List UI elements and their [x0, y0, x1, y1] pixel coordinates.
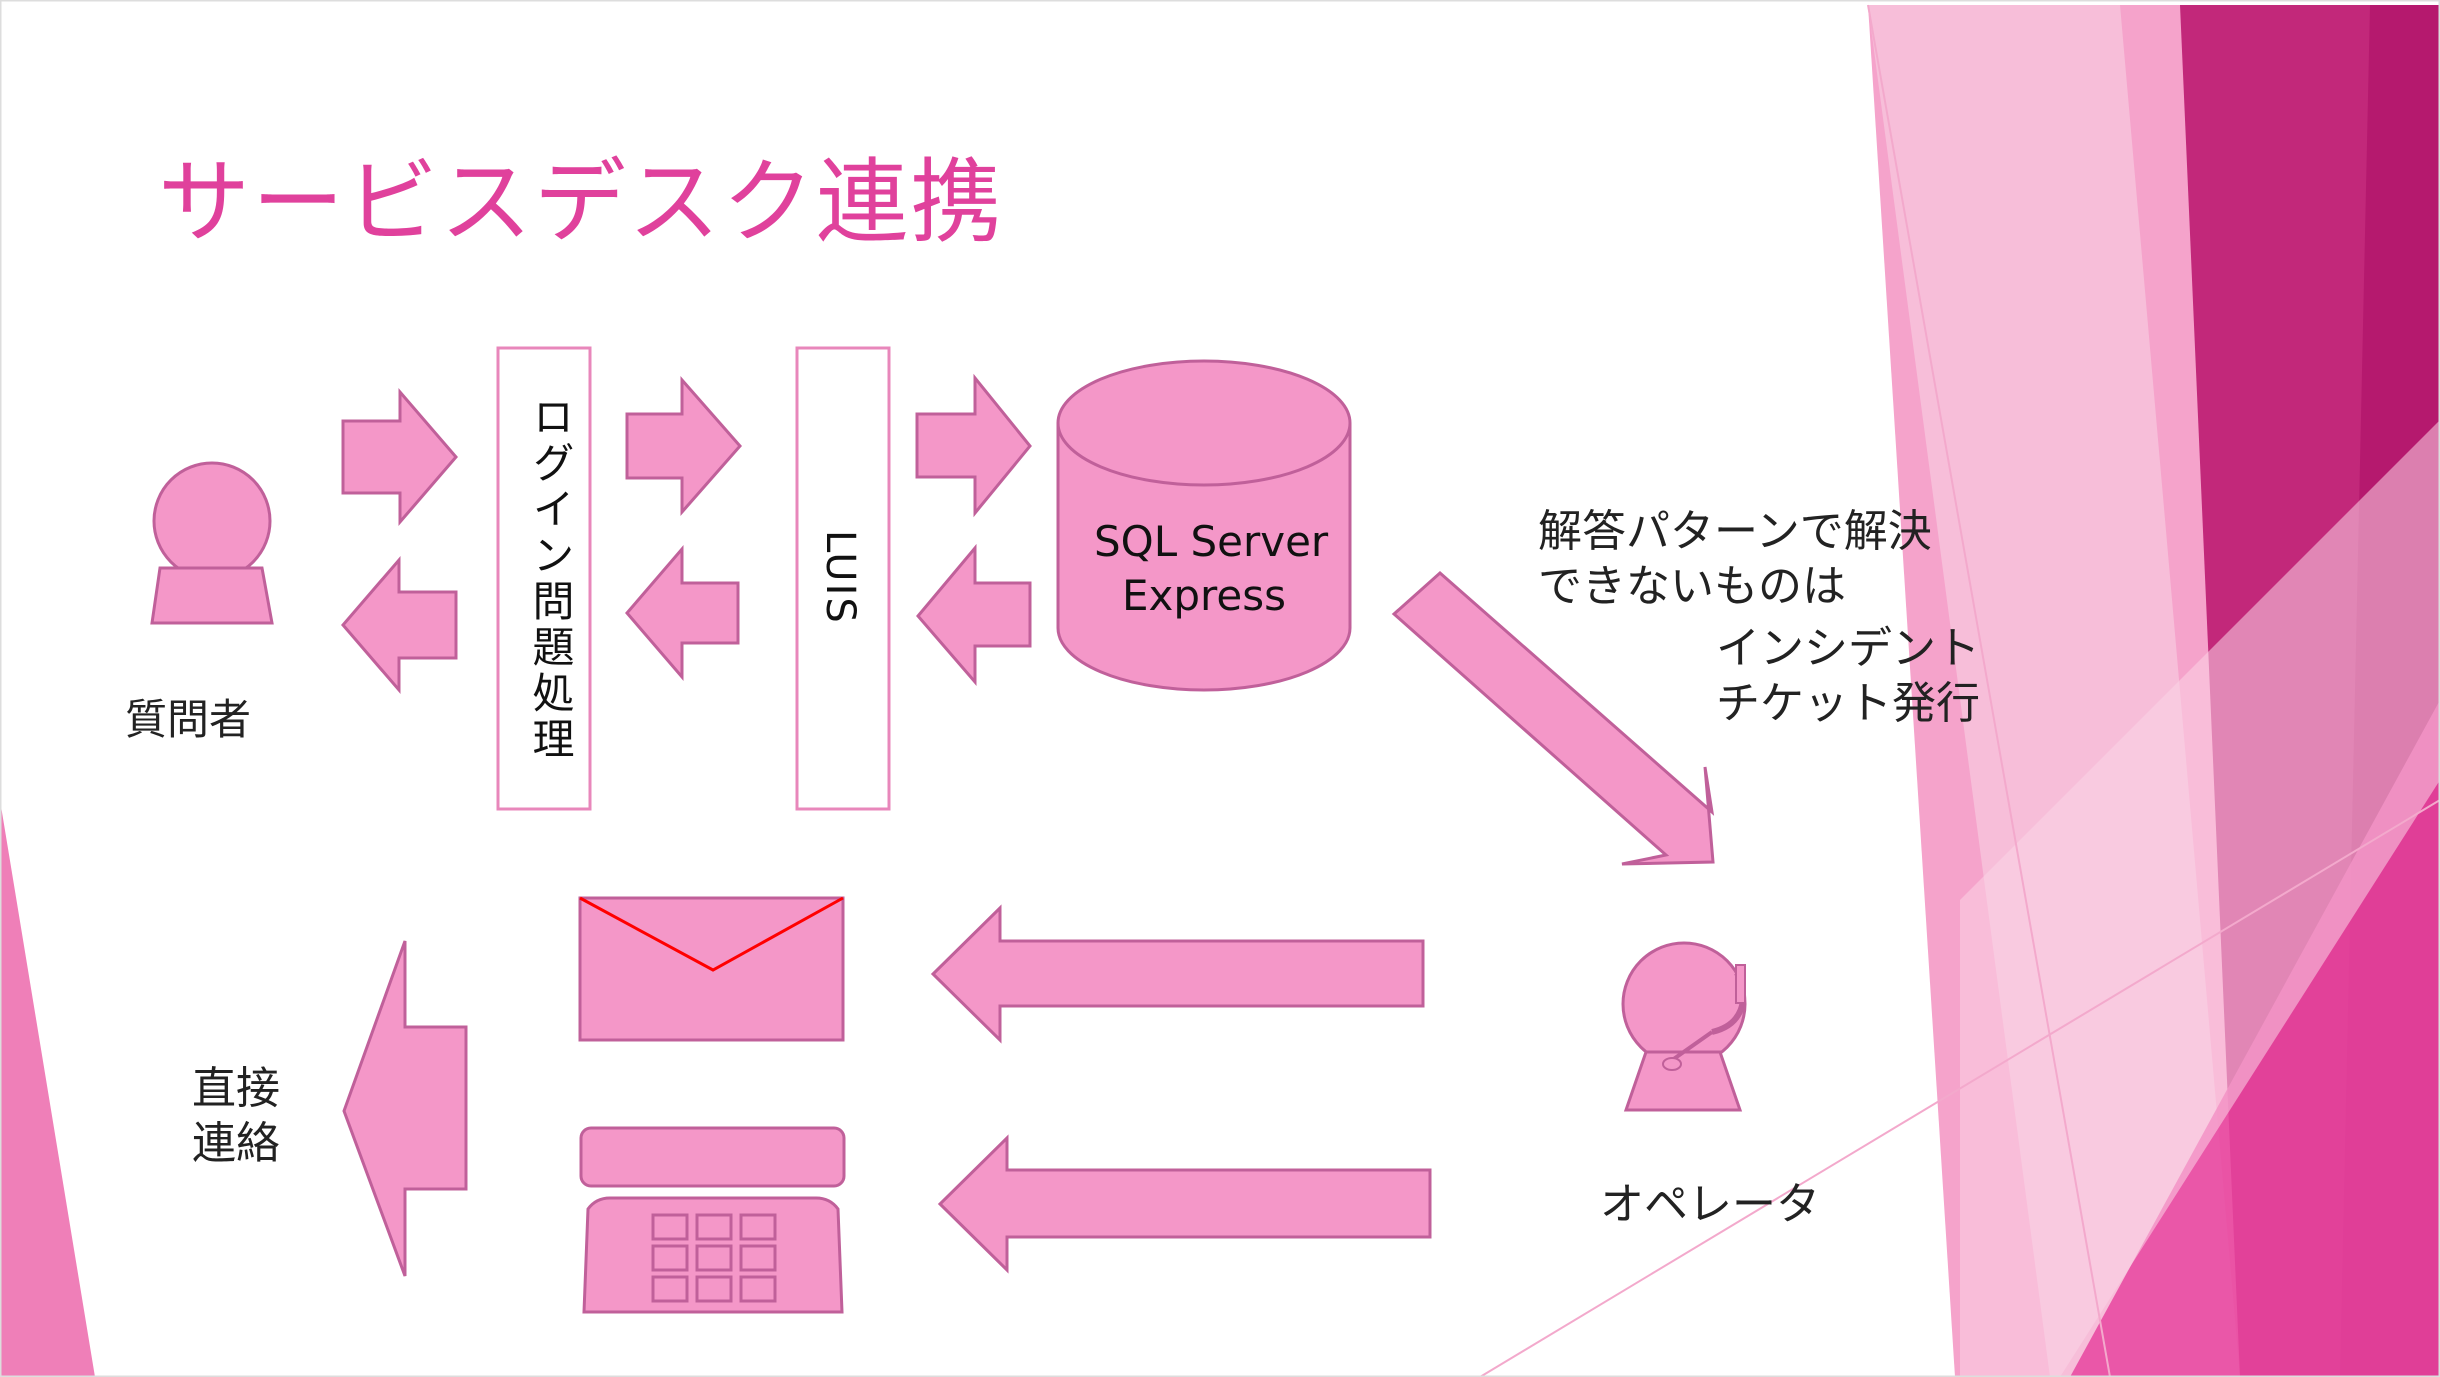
- direct-contact-label-line1: 直接: [192, 1063, 280, 1114]
- luis-box: [795, 346, 891, 811]
- direct-contact-label-line2: 連絡: [192, 1118, 280, 1169]
- telephone-icon: [579, 1126, 846, 1314]
- arrow-left-to-mail: [930, 904, 1425, 1044]
- incident-note-line2: チケット発行: [1716, 678, 1980, 729]
- arrow-right-1: [341, 387, 458, 527]
- deco-line-1: [1867, 4, 2111, 1377]
- person-icon: [150, 461, 274, 625]
- deco-left-corner: [0, 800, 95, 1377]
- arrow-right-2: [625, 376, 742, 516]
- envelope-icon: [578, 896, 845, 1042]
- arrow-left-2: [625, 544, 740, 682]
- operator-label: オペレータ: [1600, 1179, 1820, 1230]
- arrow-left-3: [916, 543, 1032, 687]
- sql-server-label-line1: SQL Server: [1094, 517, 1329, 566]
- arrow-diagonal-to-operator: [1391, 570, 1715, 866]
- deco-line-2: [1479, 799, 2440, 1377]
- login-processing-label: ログイン問題処理: [526, 395, 575, 763]
- luis-label: LUIS: [817, 530, 863, 625]
- operator-headset-icon: [1621, 941, 1747, 1112]
- sql-server-label-line2: Express: [1121, 571, 1286, 620]
- unresolved-note-line1: 解答パターンで解決: [1538, 506, 1932, 557]
- arrow-left-to-phone: [937, 1134, 1432, 1274]
- incident-note-line1: インシデント: [1716, 623, 1980, 674]
- arrow-right-3: [915, 373, 1032, 518]
- deco-triangle-mid: [1960, 420, 2440, 1377]
- slide-title: サービスデスク連携: [158, 149, 1005, 256]
- arrow-left-1: [341, 555, 458, 695]
- database-icon: [1056, 359, 1352, 692]
- arrow-direct-contact: [342, 940, 468, 1277]
- unresolved-note-line2: できないものは: [1538, 561, 1846, 612]
- login-processing-box: [496, 346, 592, 811]
- questioner-label: 質問者: [125, 695, 252, 744]
